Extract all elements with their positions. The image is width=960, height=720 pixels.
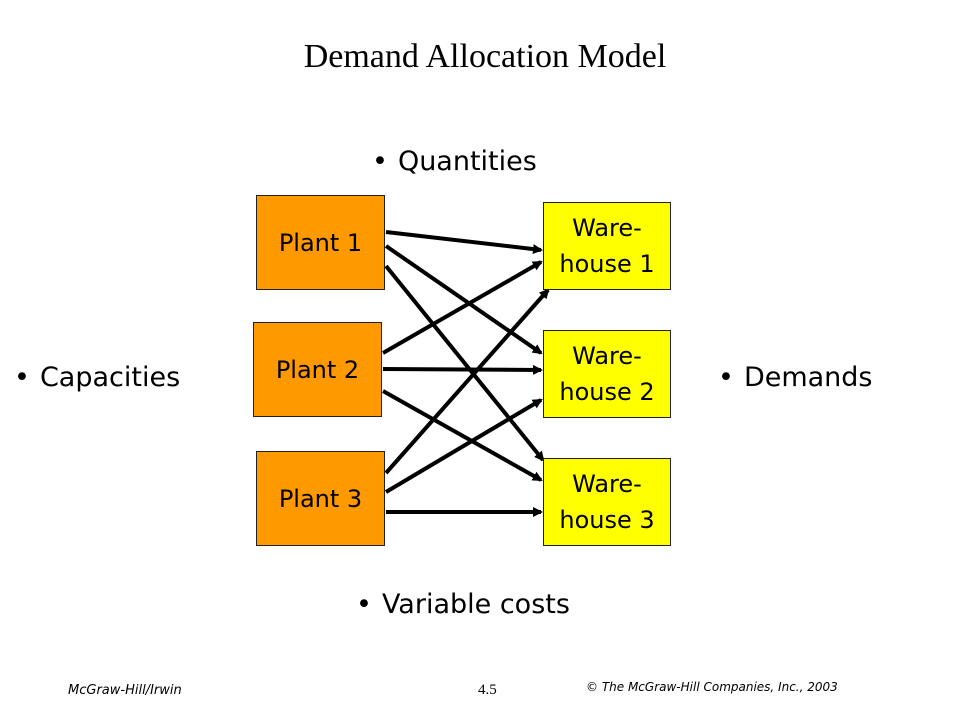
warehouse-1-box: Ware- house 1 xyxy=(543,202,671,290)
bullet-marker: • xyxy=(372,146,388,177)
warehouse-3-line1: Ware- xyxy=(572,470,642,498)
bullet-marker: • xyxy=(356,589,372,620)
variable-costs-text: Variable costs xyxy=(381,589,570,620)
warehouse-3-box: Ware- house 3 xyxy=(543,458,671,546)
footer-slide-number: 4.5 xyxy=(478,682,497,698)
arrow-plant2-warehouse1 xyxy=(382,260,543,355)
arrow-plant2-warehouse3 xyxy=(382,389,543,482)
warehouse-3-line2: house 3 xyxy=(559,506,655,534)
footer-copyright: © The McGraw-Hill Companies, Inc., 2003 xyxy=(586,680,838,694)
warehouse-1-line2: house 1 xyxy=(559,250,655,278)
bullet-marker: • xyxy=(14,362,30,393)
warehouse-2-line2: house 2 xyxy=(559,378,655,406)
warehouse-2-box: Ware- house 2 xyxy=(543,330,671,418)
arrow-plant1-warehouse2 xyxy=(384,244,543,355)
bullet-marker: • xyxy=(718,362,734,393)
arrow-plant1-warehouse1 xyxy=(385,230,543,255)
arrow-plant3-warehouse2 xyxy=(384,398,543,494)
arrow-plant2-warehouse2 xyxy=(382,364,543,375)
page-title: Demand Allocation Model xyxy=(303,38,667,75)
variable-costs-label: • Variable costs xyxy=(356,589,570,620)
plant-1-box: Plant 1 xyxy=(256,195,385,290)
arrow-plant3-warehouse1 xyxy=(384,288,550,475)
plant-3-box: Plant 3 xyxy=(256,451,385,546)
demands-text: Demands xyxy=(743,362,873,393)
capacities-label: • Capacities xyxy=(14,362,180,393)
quantities-label: • Quantities xyxy=(372,146,537,177)
capacities-text: Capacities xyxy=(39,362,181,393)
demands-label: • Demands xyxy=(718,362,873,393)
plant-2-box: Plant 2 xyxy=(253,322,382,417)
footer-publisher: McGraw-Hill/Irwin xyxy=(68,683,182,698)
quantities-text: Quantities xyxy=(397,146,537,177)
arrow-plant1-warehouse3 xyxy=(384,264,545,462)
warehouse-2-line1: Ware- xyxy=(572,342,642,370)
warehouse-1-line1: Ware- xyxy=(572,214,642,242)
